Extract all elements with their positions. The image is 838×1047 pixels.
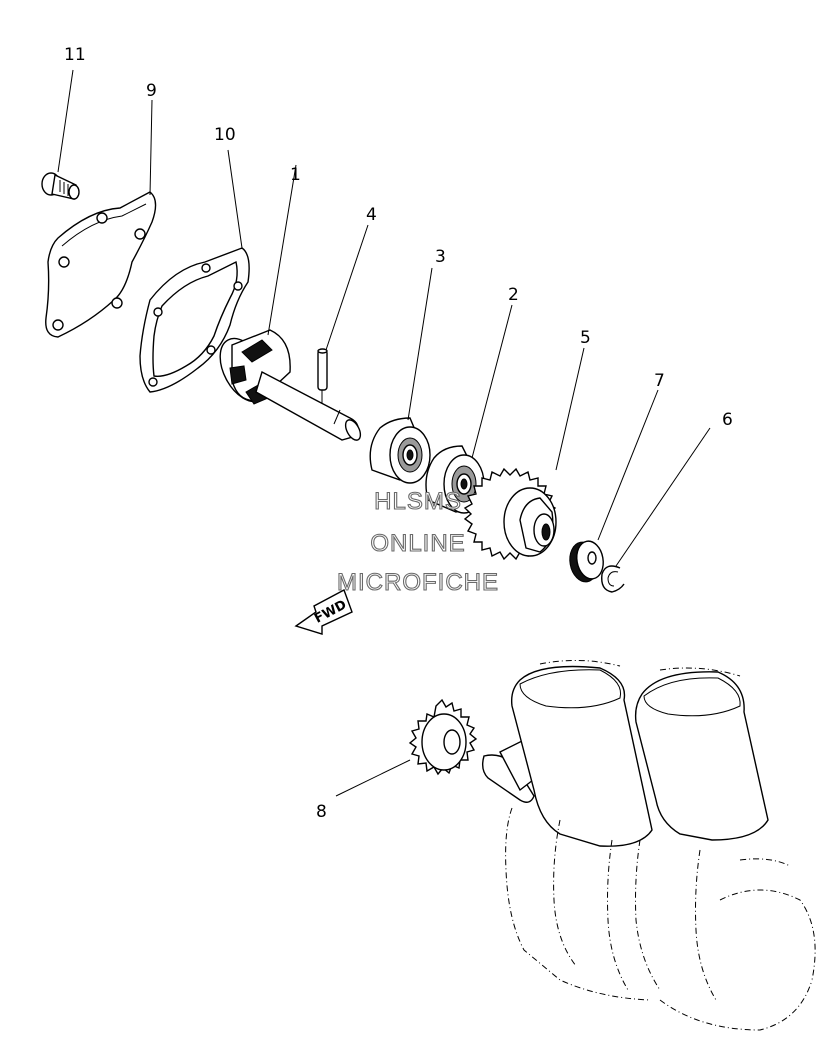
callout-10: 10 xyxy=(214,125,236,145)
circlip-part-6 xyxy=(601,427,711,593)
watermark-line-2: ONLINE xyxy=(370,530,465,557)
pin-part-4 xyxy=(317,224,369,404)
gasket-part-10 xyxy=(139,149,250,393)
washer-part-7 xyxy=(569,389,659,583)
callout-6: 6 xyxy=(722,410,733,430)
callout-3: 3 xyxy=(435,247,446,267)
callout-11: 11 xyxy=(64,45,86,65)
callout-8: 8 xyxy=(316,802,327,822)
callout-7: 7 xyxy=(654,371,665,391)
watermark: HLSMS ONLINE MICROFICHE xyxy=(336,487,499,596)
impeller-shaft-part-1 xyxy=(219,164,362,441)
gear-part-8 xyxy=(335,698,478,797)
callout-1: 1 xyxy=(290,165,301,185)
screw-part-11 xyxy=(41,69,80,200)
callout-9: 9 xyxy=(146,81,157,101)
bearing-part-3 xyxy=(369,267,433,484)
callout-4: 4 xyxy=(366,205,377,225)
watermark-line-3: MICROFICHE xyxy=(337,569,499,596)
watermark-line-1: HLSMS xyxy=(374,488,462,515)
gear-part-5 xyxy=(463,347,585,561)
cover-part-9 xyxy=(45,99,157,338)
callout-5: 5 xyxy=(580,328,591,348)
crankshaft-assembly xyxy=(481,659,816,1031)
callout-2: 2 xyxy=(508,285,519,305)
forward-arrow: FWD xyxy=(294,589,353,635)
